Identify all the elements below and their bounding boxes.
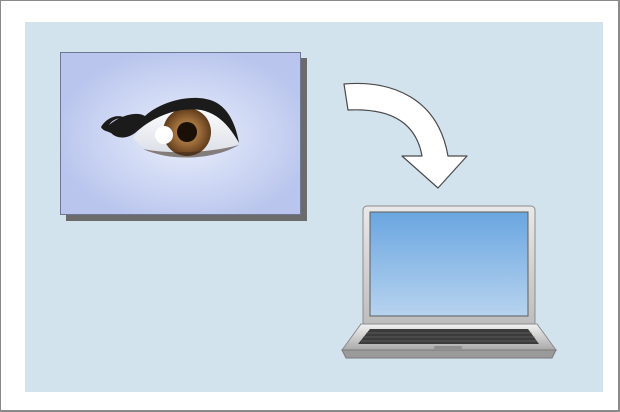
pupil	[177, 122, 197, 142]
curved-arrow-icon	[330, 72, 480, 192]
eye-icon	[61, 53, 300, 214]
laptop-front-edge	[342, 350, 556, 358]
eye-highlight	[155, 126, 173, 144]
laptop-touchpad	[434, 346, 462, 349]
laptop-screen	[370, 212, 528, 316]
eye-photo-card	[60, 52, 301, 215]
laptop-icon	[336, 200, 560, 370]
laptop-keyboard	[358, 329, 539, 344]
